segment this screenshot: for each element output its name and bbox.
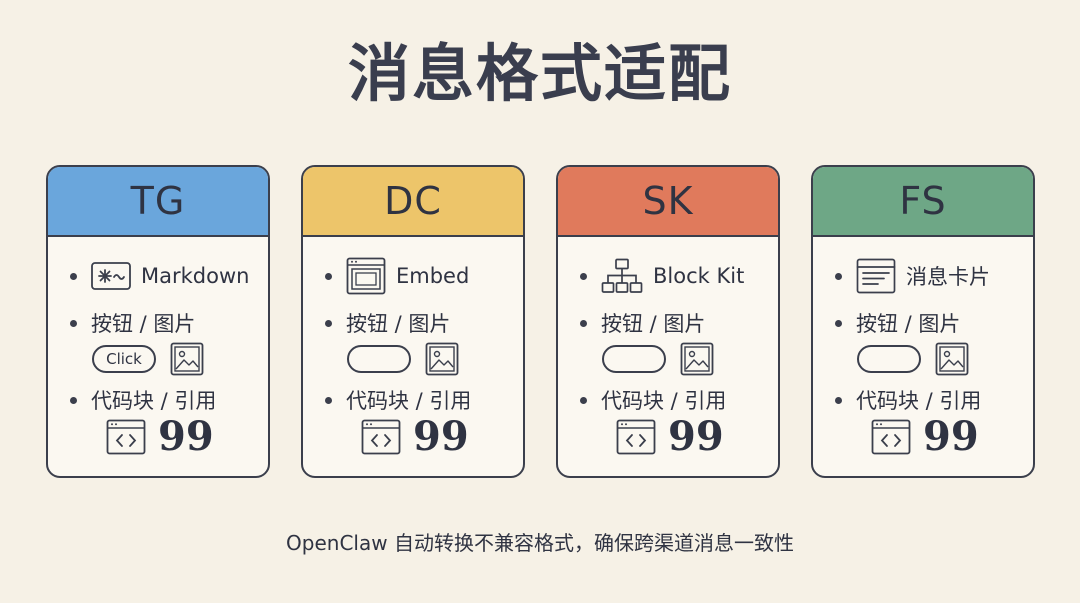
feature-label: Embed xyxy=(396,264,470,288)
quote-icon: 99 xyxy=(413,413,469,460)
feature-row: 消息卡片 xyxy=(835,258,990,294)
code-row: 代码块 / 引用 xyxy=(325,383,471,417)
button-image-samples xyxy=(347,342,459,376)
code-row: 代码块 / 引用 xyxy=(835,383,981,417)
code-row: 代码块 / 引用 xyxy=(70,383,216,417)
code-quote-samples: 99 xyxy=(871,413,979,460)
page-title: 消息格式适配 xyxy=(347,37,732,110)
bullet-dot xyxy=(70,272,77,280)
button-image-samples xyxy=(857,342,969,376)
bullet-dot xyxy=(835,272,842,280)
block-tree-icon xyxy=(601,258,643,293)
buttons-row: 按钮 / 图片 xyxy=(325,306,450,340)
sample-button[interactable] xyxy=(602,345,666,373)
code-block-icon xyxy=(871,419,911,455)
feature-label: Block Kit xyxy=(653,264,745,288)
button-image-samples: Click xyxy=(92,342,204,376)
feature-row: Block Kit xyxy=(580,258,745,293)
card-header: DC xyxy=(303,167,523,237)
image-icon xyxy=(170,342,204,376)
footer-caption: OpenClaw 自动转换不兼容格式，确保跨渠道消息一致性 xyxy=(286,531,794,555)
platform-card-fs: FS 消息卡片 按钮 / 图片 xyxy=(811,165,1035,478)
image-icon xyxy=(425,342,459,376)
bullet-dot xyxy=(580,272,587,280)
bullet-dot xyxy=(325,396,332,404)
feature-label: Markdown xyxy=(141,264,250,288)
buttons-row: 按钮 / 图片 xyxy=(70,306,195,340)
embed-window-icon xyxy=(346,257,386,295)
code-label: 代码块 / 引用 xyxy=(601,389,727,413)
code-label: 代码块 / 引用 xyxy=(346,389,472,413)
feature-row: Embed xyxy=(325,257,470,295)
buttons-label: 按钮 / 图片 xyxy=(346,312,451,336)
feature-row: Markdown xyxy=(70,259,249,293)
code-label: 代码块 / 引用 xyxy=(91,389,217,413)
platform-card-sk: SK Block Kit 按钮 / 图片 xyxy=(556,165,780,478)
bullet-dot xyxy=(325,319,332,327)
bullet-dot xyxy=(580,396,587,404)
message-card-icon xyxy=(856,258,896,294)
bullet-dot xyxy=(70,396,77,404)
code-label: 代码块 / 引用 xyxy=(856,389,982,413)
code-block-icon xyxy=(616,419,656,455)
buttons-label: 按钮 / 图片 xyxy=(856,312,961,336)
image-icon xyxy=(680,342,714,376)
bullet-dot xyxy=(580,319,587,327)
image-icon xyxy=(935,342,969,376)
sample-button[interactable]: Click xyxy=(92,345,156,373)
buttons-label: 按钮 / 图片 xyxy=(91,312,196,336)
bullet-dot xyxy=(835,396,842,404)
buttons-row: 按钮 / 图片 xyxy=(580,306,705,340)
platform-cards: TG Markdown 按钮 / 图片 Click xyxy=(46,165,1036,479)
card-header: SK xyxy=(558,167,778,237)
sample-button[interactable] xyxy=(347,345,411,373)
platform-card-dc: DC Embed 按钮 / 图片 xyxy=(301,165,525,478)
buttons-label: 按钮 / 图片 xyxy=(601,312,706,336)
sample-button[interactable] xyxy=(857,345,921,373)
code-quote-samples: 99 xyxy=(106,413,214,460)
code-block-icon xyxy=(106,419,146,455)
buttons-row: 按钮 / 图片 xyxy=(835,306,960,340)
quote-icon: 99 xyxy=(158,413,214,460)
markdown-icon xyxy=(91,262,131,290)
platform-card-tg: TG Markdown 按钮 / 图片 Click xyxy=(46,165,270,478)
code-quote-samples: 99 xyxy=(361,413,469,460)
code-quote-samples: 99 xyxy=(616,413,724,460)
feature-label: 消息卡片 xyxy=(906,265,990,289)
quote-icon: 99 xyxy=(923,413,979,460)
code-row: 代码块 / 引用 xyxy=(580,383,726,417)
bullet-dot xyxy=(325,272,332,280)
quote-icon: 99 xyxy=(668,413,724,460)
button-image-samples xyxy=(602,342,714,376)
card-header: FS xyxy=(813,167,1033,237)
card-header: TG xyxy=(48,167,268,237)
bullet-dot xyxy=(70,319,77,327)
bullet-dot xyxy=(835,319,842,327)
code-block-icon xyxy=(361,419,401,455)
